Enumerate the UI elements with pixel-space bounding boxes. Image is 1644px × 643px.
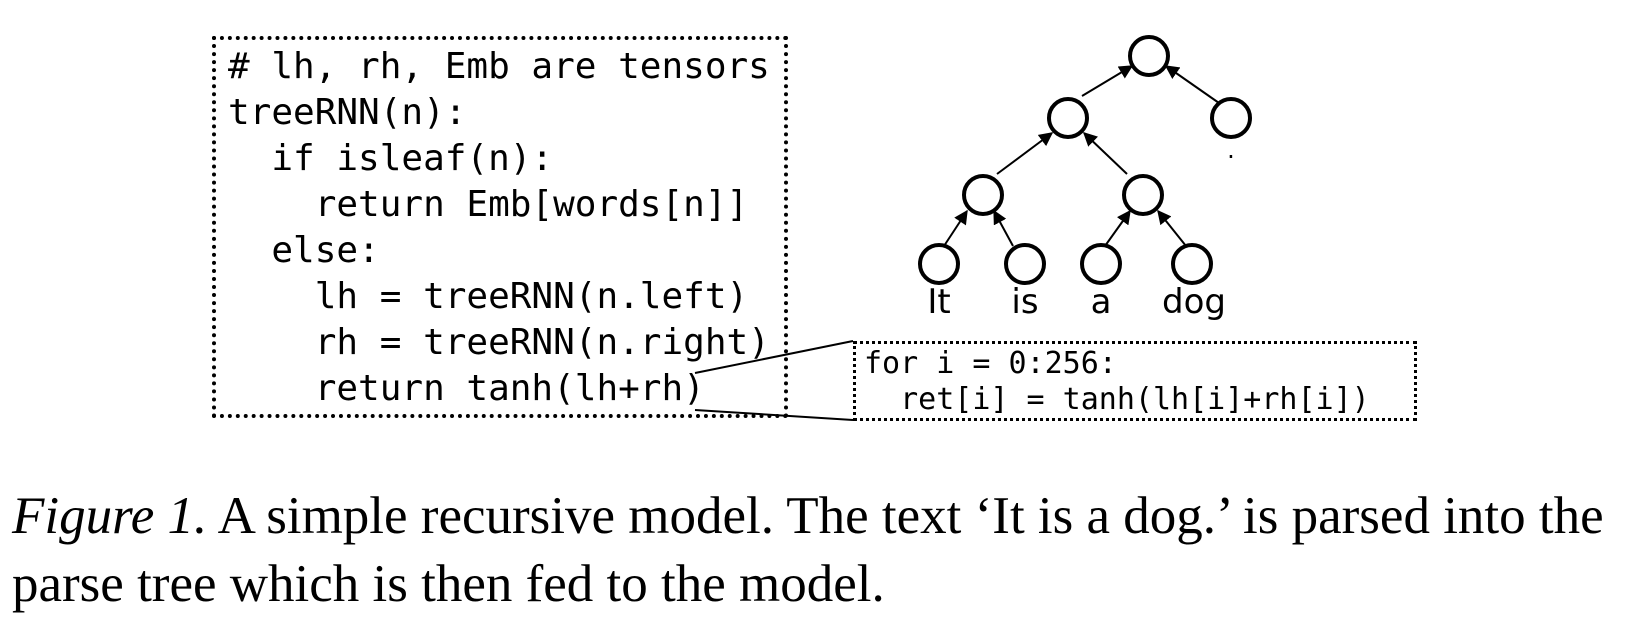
code-line: lh = treeRNN(n.left) — [228, 276, 749, 317]
caption-label: Figure 1. — [12, 487, 208, 545]
loop-line: for i = 0:256: — [864, 346, 1117, 381]
code-block: # lh, rh, Emb are tensors treeRNN(n): if… — [212, 36, 788, 418]
connector-line — [694, 409, 854, 421]
tree-node-leaf — [1004, 243, 1046, 285]
tree-edge — [943, 209, 968, 247]
tree-edge — [1157, 209, 1187, 247]
code-line: if isleaf(n): — [228, 138, 554, 179]
leaf-label: dog — [1162, 282, 1226, 322]
tree-node-leaf — [918, 243, 960, 285]
figure-caption: Figure 1. A simple recursive model. The … — [12, 482, 1632, 618]
tree-edge — [1164, 65, 1220, 104]
tree-edges — [943, 65, 1220, 247]
leaf-label: a — [1090, 282, 1112, 322]
tree-node-leaf — [1080, 243, 1122, 285]
tree-node — [962, 174, 1004, 216]
period-leaf-label: . — [1227, 136, 1235, 164]
tree-edge — [1104, 209, 1131, 247]
tree-nodes — [918, 35, 1252, 285]
leaf-label: It — [927, 282, 951, 322]
tree-edge — [1081, 65, 1134, 97]
tree-node — [1047, 97, 1089, 139]
tree-node — [1122, 174, 1164, 216]
loop-line: ret[i] = tanh(lh[i]+rh[i]) — [864, 382, 1370, 417]
tree-node-leaf — [1171, 243, 1213, 285]
tree-edge — [996, 132, 1054, 175]
loop-code-block: for i = 0:256: ret[i] = tanh(lh[i]+rh[i]… — [853, 341, 1417, 421]
zoom-connectors — [694, 340, 854, 421]
connector-line — [694, 340, 854, 374]
code-line: else: — [228, 230, 380, 271]
code-line: return tanh(lh+rh) — [228, 368, 705, 409]
tree-edge — [1082, 132, 1128, 175]
code-line: rh = treeRNN(n.right) — [228, 322, 770, 363]
leaf-label: is — [1011, 282, 1039, 322]
code-line: # lh, rh, Emb are tensors — [228, 46, 770, 87]
tree-edge — [993, 209, 1014, 247]
caption-text: A simple recursive model. The text ‘It i… — [12, 487, 1604, 613]
code-line: return Emb[words[n]] — [228, 184, 749, 225]
tree-node-root — [1128, 35, 1170, 77]
tree-node — [1210, 97, 1252, 139]
code-line: treeRNN(n): — [228, 92, 467, 133]
